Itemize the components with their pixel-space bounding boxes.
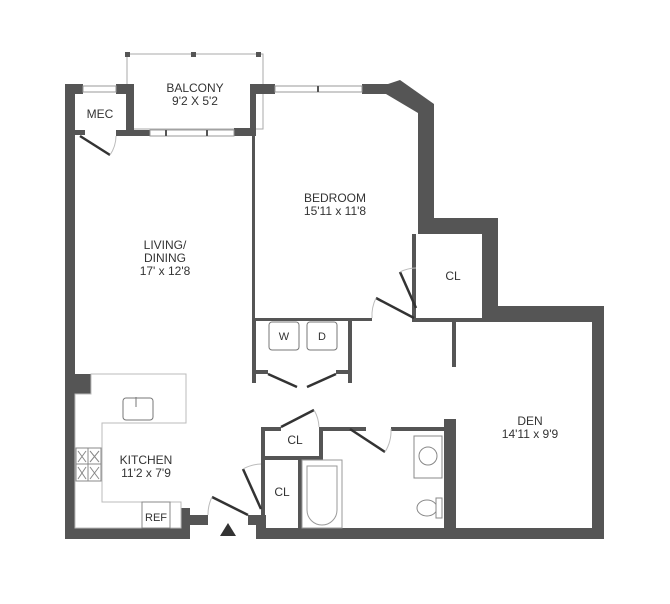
entry-marker-icon <box>220 523 236 536</box>
room-dims: 11'2 x 7'9 <box>121 466 171 480</box>
room-name: CL <box>287 433 303 447</box>
washer-dryer <box>268 321 338 351</box>
room-name-2: DINING <box>144 251 186 265</box>
room-hall-closet-lower: CL <box>274 486 289 499</box>
room-hall-closet-upper: CL <box>287 434 302 447</box>
refrigerator <box>141 501 171 529</box>
room-name: CL <box>445 269 461 283</box>
room-name: KITCHEN <box>119 453 173 467</box>
walls <box>65 80 604 539</box>
washer-label: W <box>278 331 290 343</box>
room-living-dining: LIVING/ DINING 17' x 12'8 <box>140 239 191 278</box>
room-name: MEC <box>86 107 114 121</box>
room-name: LIVING/ <box>143 238 187 252</box>
room-name: BEDROOM <box>303 191 366 205</box>
room-balcony: BALCONY 9'2 X 5'2 <box>166 82 223 108</box>
room-bedroom: BEDROOM 15'11 x 11'8 <box>304 192 366 218</box>
windows <box>82 85 363 137</box>
room-dims: 15'11 x 11'8 <box>303 204 367 218</box>
refrigerator-label: REF <box>145 512 167 524</box>
room-dims: 9'2 X 5'2 <box>172 94 218 108</box>
kitchen-counters <box>74 373 187 529</box>
room-name: BALCONY <box>166 81 224 95</box>
room-dims: 17' x 12'8 <box>139 264 191 278</box>
room-mec: MEC <box>87 108 114 121</box>
stove-icon <box>75 447 102 482</box>
bath-fixtures <box>413 435 443 519</box>
room-dims: 14'11 x 9'9 <box>501 427 559 441</box>
room-name: DEN <box>517 414 543 428</box>
room-name: CL <box>274 485 290 499</box>
doors <box>79 134 418 517</box>
room-kitchen: KITCHEN 11'2 x 7'9 <box>120 454 173 480</box>
room-den: DEN 14'11 x 9'9 <box>502 415 558 441</box>
dryer-label: D <box>318 331 326 343</box>
bathtub <box>301 459 343 529</box>
room-bedroom-closet: CL <box>445 270 460 283</box>
